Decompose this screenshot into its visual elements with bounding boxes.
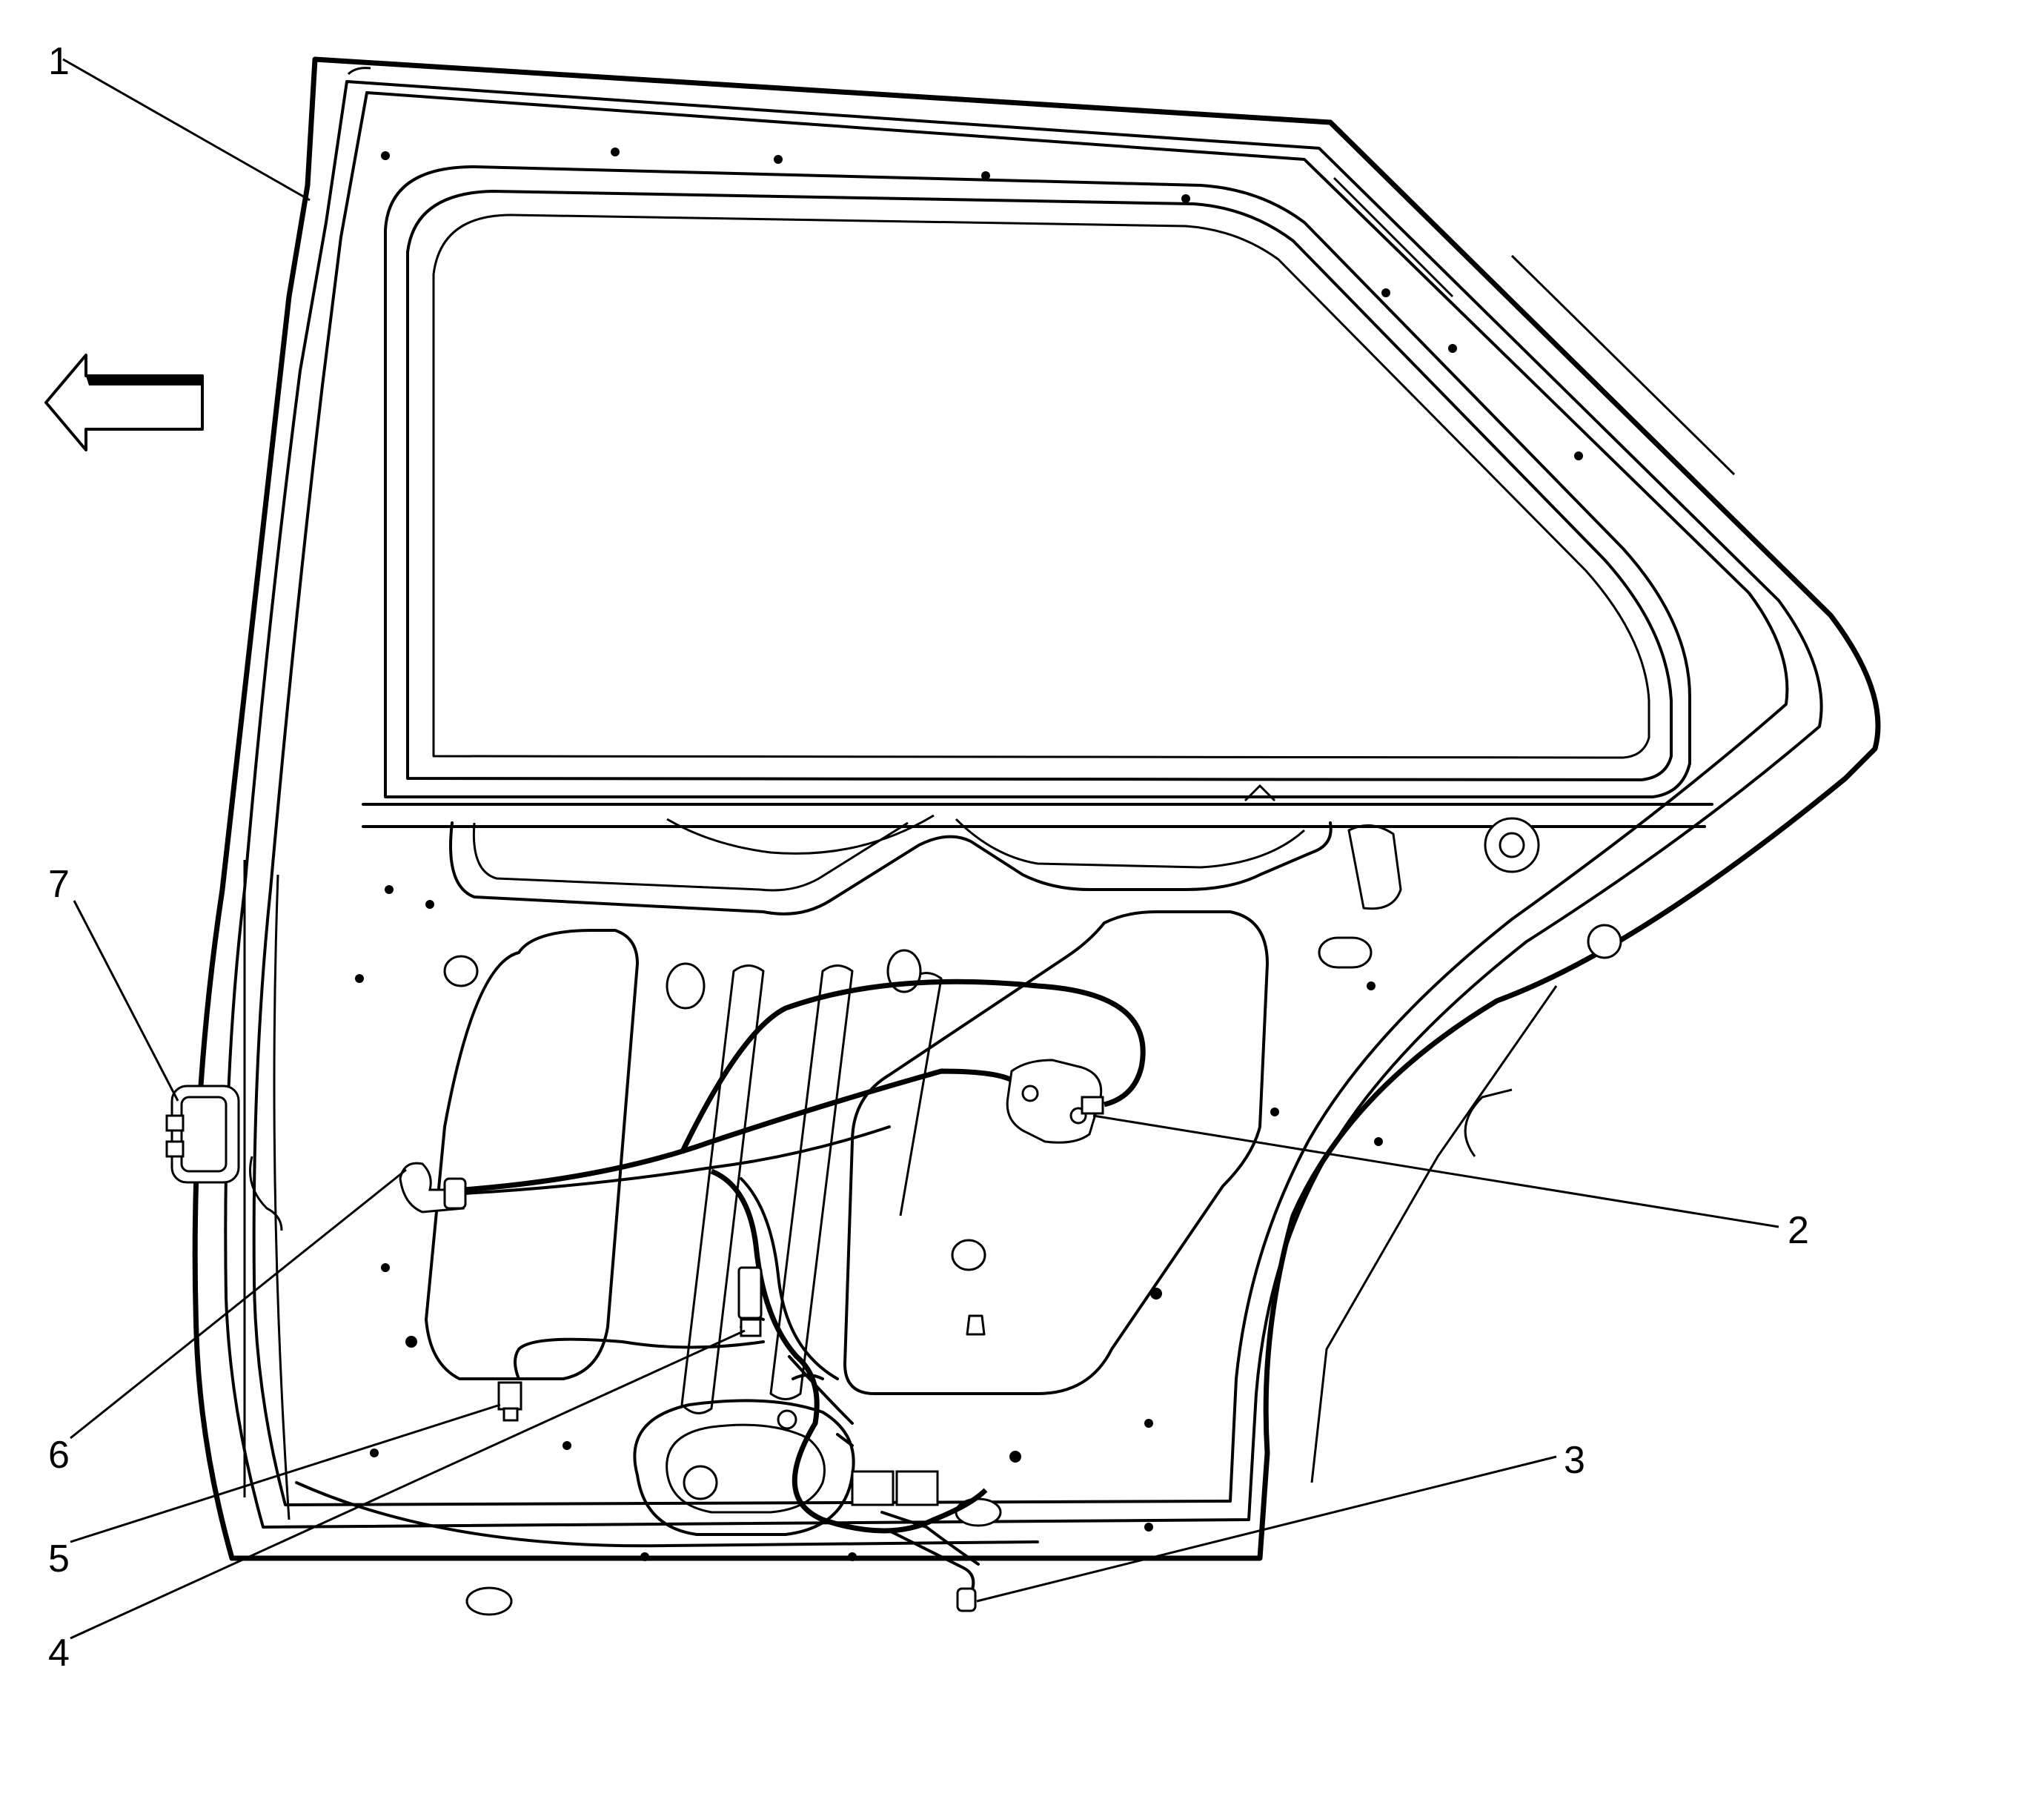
callout-labels: 1 2 3 4 5 6 7 — [48, 40, 1809, 1675]
callout-7: 7 — [48, 863, 70, 906]
lock-module — [1006, 1059, 1104, 1144]
inner-panel — [243, 148, 1622, 1616]
callout-2: 2 — [1788, 1209, 1809, 1252]
arrow-left-icon — [44, 354, 204, 451]
callout-1: 1 — [48, 40, 70, 83]
window-frame — [362, 165, 1713, 828]
callout-6: 6 — [48, 1434, 70, 1477]
callout-3: 3 — [1564, 1439, 1585, 1482]
callout-leaders — [62, 58, 1779, 1640]
door-outer-panel — [192, 56, 1881, 1561]
connector-5 — [497, 1381, 522, 1422]
connector-4 — [737, 1266, 763, 1337]
door-connector-7 — [165, 1085, 240, 1184]
callout-4: 4 — [48, 1632, 70, 1675]
grommet-6 — [399, 1162, 467, 1214]
callout-5: 5 — [48, 1537, 70, 1580]
connector-block — [777, 1409, 939, 1506]
connector-3 — [956, 1587, 977, 1612]
